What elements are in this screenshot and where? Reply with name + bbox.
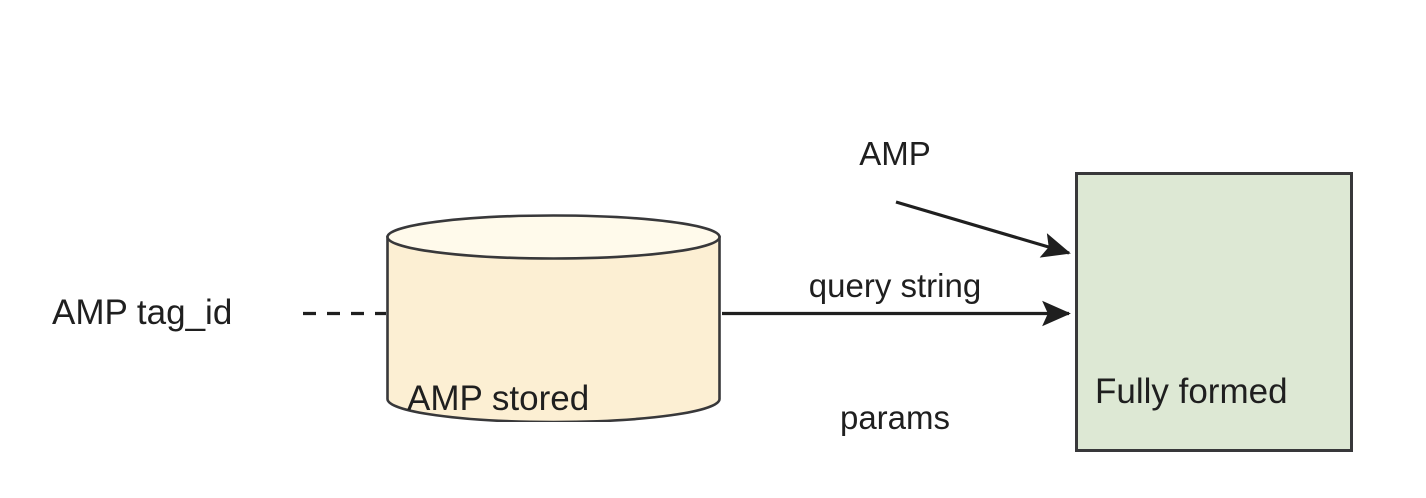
annotation-line-1: AMP [859, 135, 931, 172]
ortb-label: Fully formed ORTB [1095, 272, 1355, 498]
cylinder-shape [386, 214, 721, 422]
node-fully-formed-ortb[interactable] [1075, 172, 1353, 452]
annotation-line-2: query string [808, 267, 982, 304]
label-amp-tag-id: AMP tag_id [52, 293, 233, 332]
cylinder-body [386, 235, 721, 422]
cylinder-label-line-1: AMP stored [407, 379, 590, 418]
annotation-line-3: params [839, 399, 951, 436]
connector-query-params-to-ortb[interactable] [895, 200, 1071, 258]
ortb-label-line-1: Fully formed [1095, 372, 1288, 411]
node-amp-stored-request-template[interactable]: AMP stored request template [385, 214, 722, 422]
label-amp-query-string-params: AMP query string params [770, 44, 1020, 498]
cylinder-label: AMP stored request template [407, 276, 707, 498]
cylinder-top-ellipse [386, 214, 721, 260]
